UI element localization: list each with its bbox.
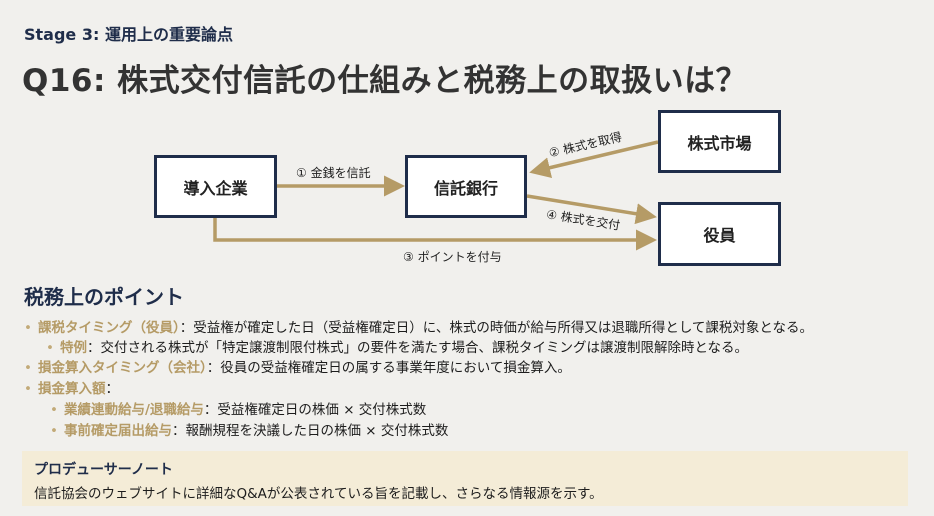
page-title: Q16: 株式交付信託の仕組みと税務上の取扱いは？: [22, 63, 748, 99]
point-item: •損金算入額：: [24, 381, 119, 397]
point-item: •損金算入タイミング（会社）：役員の受益権確定日の属する事業年度において損金算入…: [24, 360, 571, 376]
flow-arrows: [213, 140, 659, 251]
point-item: •特例：交付される株式が「特定譲渡制限付株式」の要件を満たす場合、課税タイミング…: [46, 340, 749, 356]
arrow-deliver-shares: [526, 194, 657, 225]
point-item: •事前確定届出給与：報酬規程を決議した日の株価 × 交付株式数: [50, 423, 449, 439]
point-item: •業績連動給与/退職給与：受益権確定日の株価 × 交付株式数: [50, 402, 427, 418]
arrow-acquire-shares: [529, 140, 659, 178]
note-heading: プロデューサーノート: [34, 462, 173, 478]
note-body: 信託協会のウェブサイトに詳細なQ&Aが公表されている旨を記載し、さらなる情報源を…: [34, 486, 603, 502]
producer-note: プロデューサーノート 信託協会のウェブサイトに詳細なQ&Aが公表されている旨を記…: [22, 451, 908, 506]
arrow-grant-points: [213, 218, 657, 251]
point-item: •課税タイミング（役員）：受益権が確定した日（受益権確定日）に、株式の時価が給与…: [24, 320, 814, 336]
section-title: 税務上のポイント: [24, 285, 184, 309]
edge-label-1: ① 金銭を信託: [296, 166, 371, 180]
node-company: 導入企業: [154, 155, 277, 218]
node-trust-bank: 信託銀行: [405, 155, 527, 218]
edge-label-3: ③ ポイントを付与: [403, 250, 502, 264]
node-stock-market: 株式市場: [658, 110, 781, 173]
stage-label: Stage 3: 運用上の重要論点: [24, 25, 233, 44]
node-officer: 役員: [658, 202, 781, 266]
